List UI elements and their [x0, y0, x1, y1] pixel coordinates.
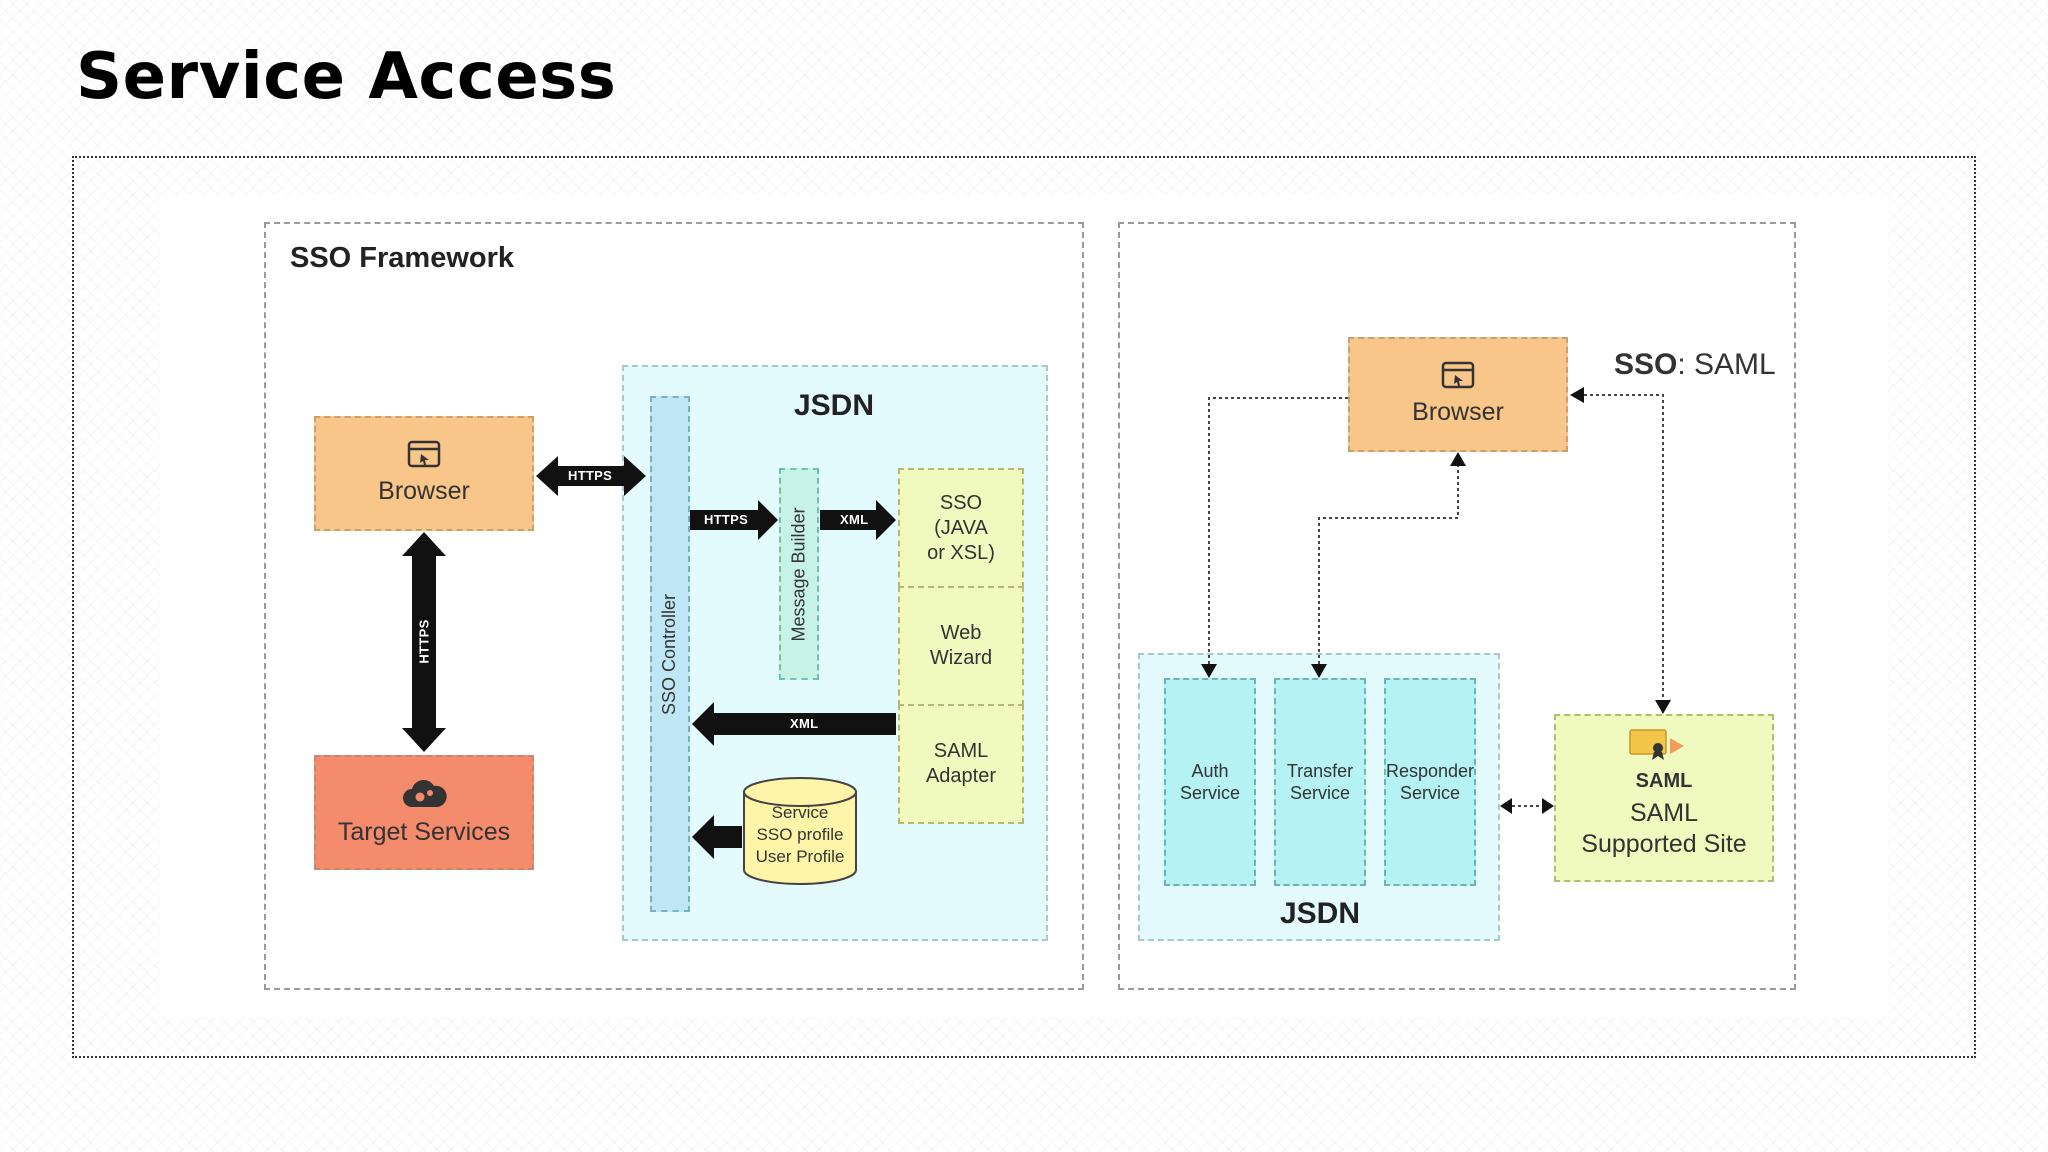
- label-browser-jsdn: HTTPS: [568, 468, 613, 483]
- cloud-gear-icon: [403, 779, 447, 807]
- saml-adapter-box[interactable]: SAML Adapter: [898, 704, 1024, 824]
- sso-framework-title: SSO Framework: [290, 242, 515, 274]
- database-line-1: Service: [771, 803, 829, 822]
- sso-java-line-1: SSO: [939, 491, 983, 514]
- browser-box-left[interactable]: Browser: [314, 416, 534, 531]
- transfer-service-line-2: Service: [1289, 783, 1351, 803]
- responder-service-box[interactable]: Responder Service: [1384, 678, 1476, 886]
- transfer-service-line-1: Transfer: [1286, 760, 1354, 781]
- auth-service-line-2: Service: [1179, 783, 1241, 803]
- saml-adapter-line-2: Adapter: [925, 765, 997, 787]
- sso-saml-heading: SSO: SAML: [1614, 348, 1776, 382]
- sso-controller-bar[interactable]: SSO Controller: [650, 396, 690, 912]
- database-line-2: SSO profile: [756, 825, 844, 845]
- slide-title: Service Access: [76, 40, 617, 114]
- web-wizard-box[interactable]: Web Wizard: [898, 586, 1024, 706]
- label-builder-sso: XML: [840, 512, 869, 527]
- browser-icon: [407, 440, 441, 468]
- label-adapter-controller: XML: [790, 716, 819, 731]
- saml-site-line-1: SAML: [1629, 798, 1699, 827]
- certificate-icon: [1629, 729, 1684, 760]
- responder-service-line-1: Responder: [1385, 760, 1475, 781]
- saml-adapter-line-1: SAML: [933, 740, 989, 762]
- sso-java-line-3: or XSL): [927, 541, 995, 564]
- jsdn-title-left: JSDN: [793, 389, 875, 422]
- browser-box-right[interactable]: Browser: [1348, 337, 1568, 452]
- saml-site-line-2: Supported Site: [1581, 829, 1747, 858]
- browser-icon: [1441, 361, 1475, 389]
- sso-controller-label: SSO Controller: [659, 593, 680, 715]
- browser-label-right: Browser: [1412, 397, 1504, 426]
- jsdn-title-right: JSDN: [1279, 897, 1361, 930]
- target-services-label: Target Services: [337, 817, 511, 846]
- web-wizard-line-2: Wizard: [929, 647, 993, 669]
- saml-site-box[interactable]: SAML SAML Supported Site: [1554, 714, 1774, 882]
- browser-label-left: Browser: [378, 476, 470, 505]
- sso-saml-heading-rest: : SAML: [1677, 348, 1776, 381]
- auth-service-line-1: Auth: [1191, 760, 1229, 781]
- responder-service-line-2: Service: [1399, 783, 1461, 803]
- saml-badge: SAML: [1635, 769, 1693, 792]
- message-builder-bar[interactable]: Message Builder: [779, 468, 819, 680]
- transfer-service-box[interactable]: Transfer Service: [1274, 678, 1366, 886]
- label-browser-target: HTTPS: [416, 619, 432, 664]
- sso-saml-heading-bold: SSO: [1614, 348, 1678, 381]
- database-text: Service SSO profile User Profile: [744, 802, 856, 868]
- sso-java-box[interactable]: SSO (JAVA or XSL): [898, 468, 1024, 588]
- message-builder-label: Message Builder: [788, 506, 809, 642]
- diagram-frame: [72, 156, 1976, 1058]
- target-services-box[interactable]: Target Services: [314, 755, 534, 870]
- auth-service-box[interactable]: Auth Service: [1164, 678, 1256, 886]
- sso-java-line-2: (JAVA: [934, 516, 988, 539]
- database-line-3: User Profile: [755, 847, 845, 867]
- label-controller-builder: HTTPS: [704, 512, 749, 527]
- web-wizard-line-1: Web: [940, 622, 982, 644]
